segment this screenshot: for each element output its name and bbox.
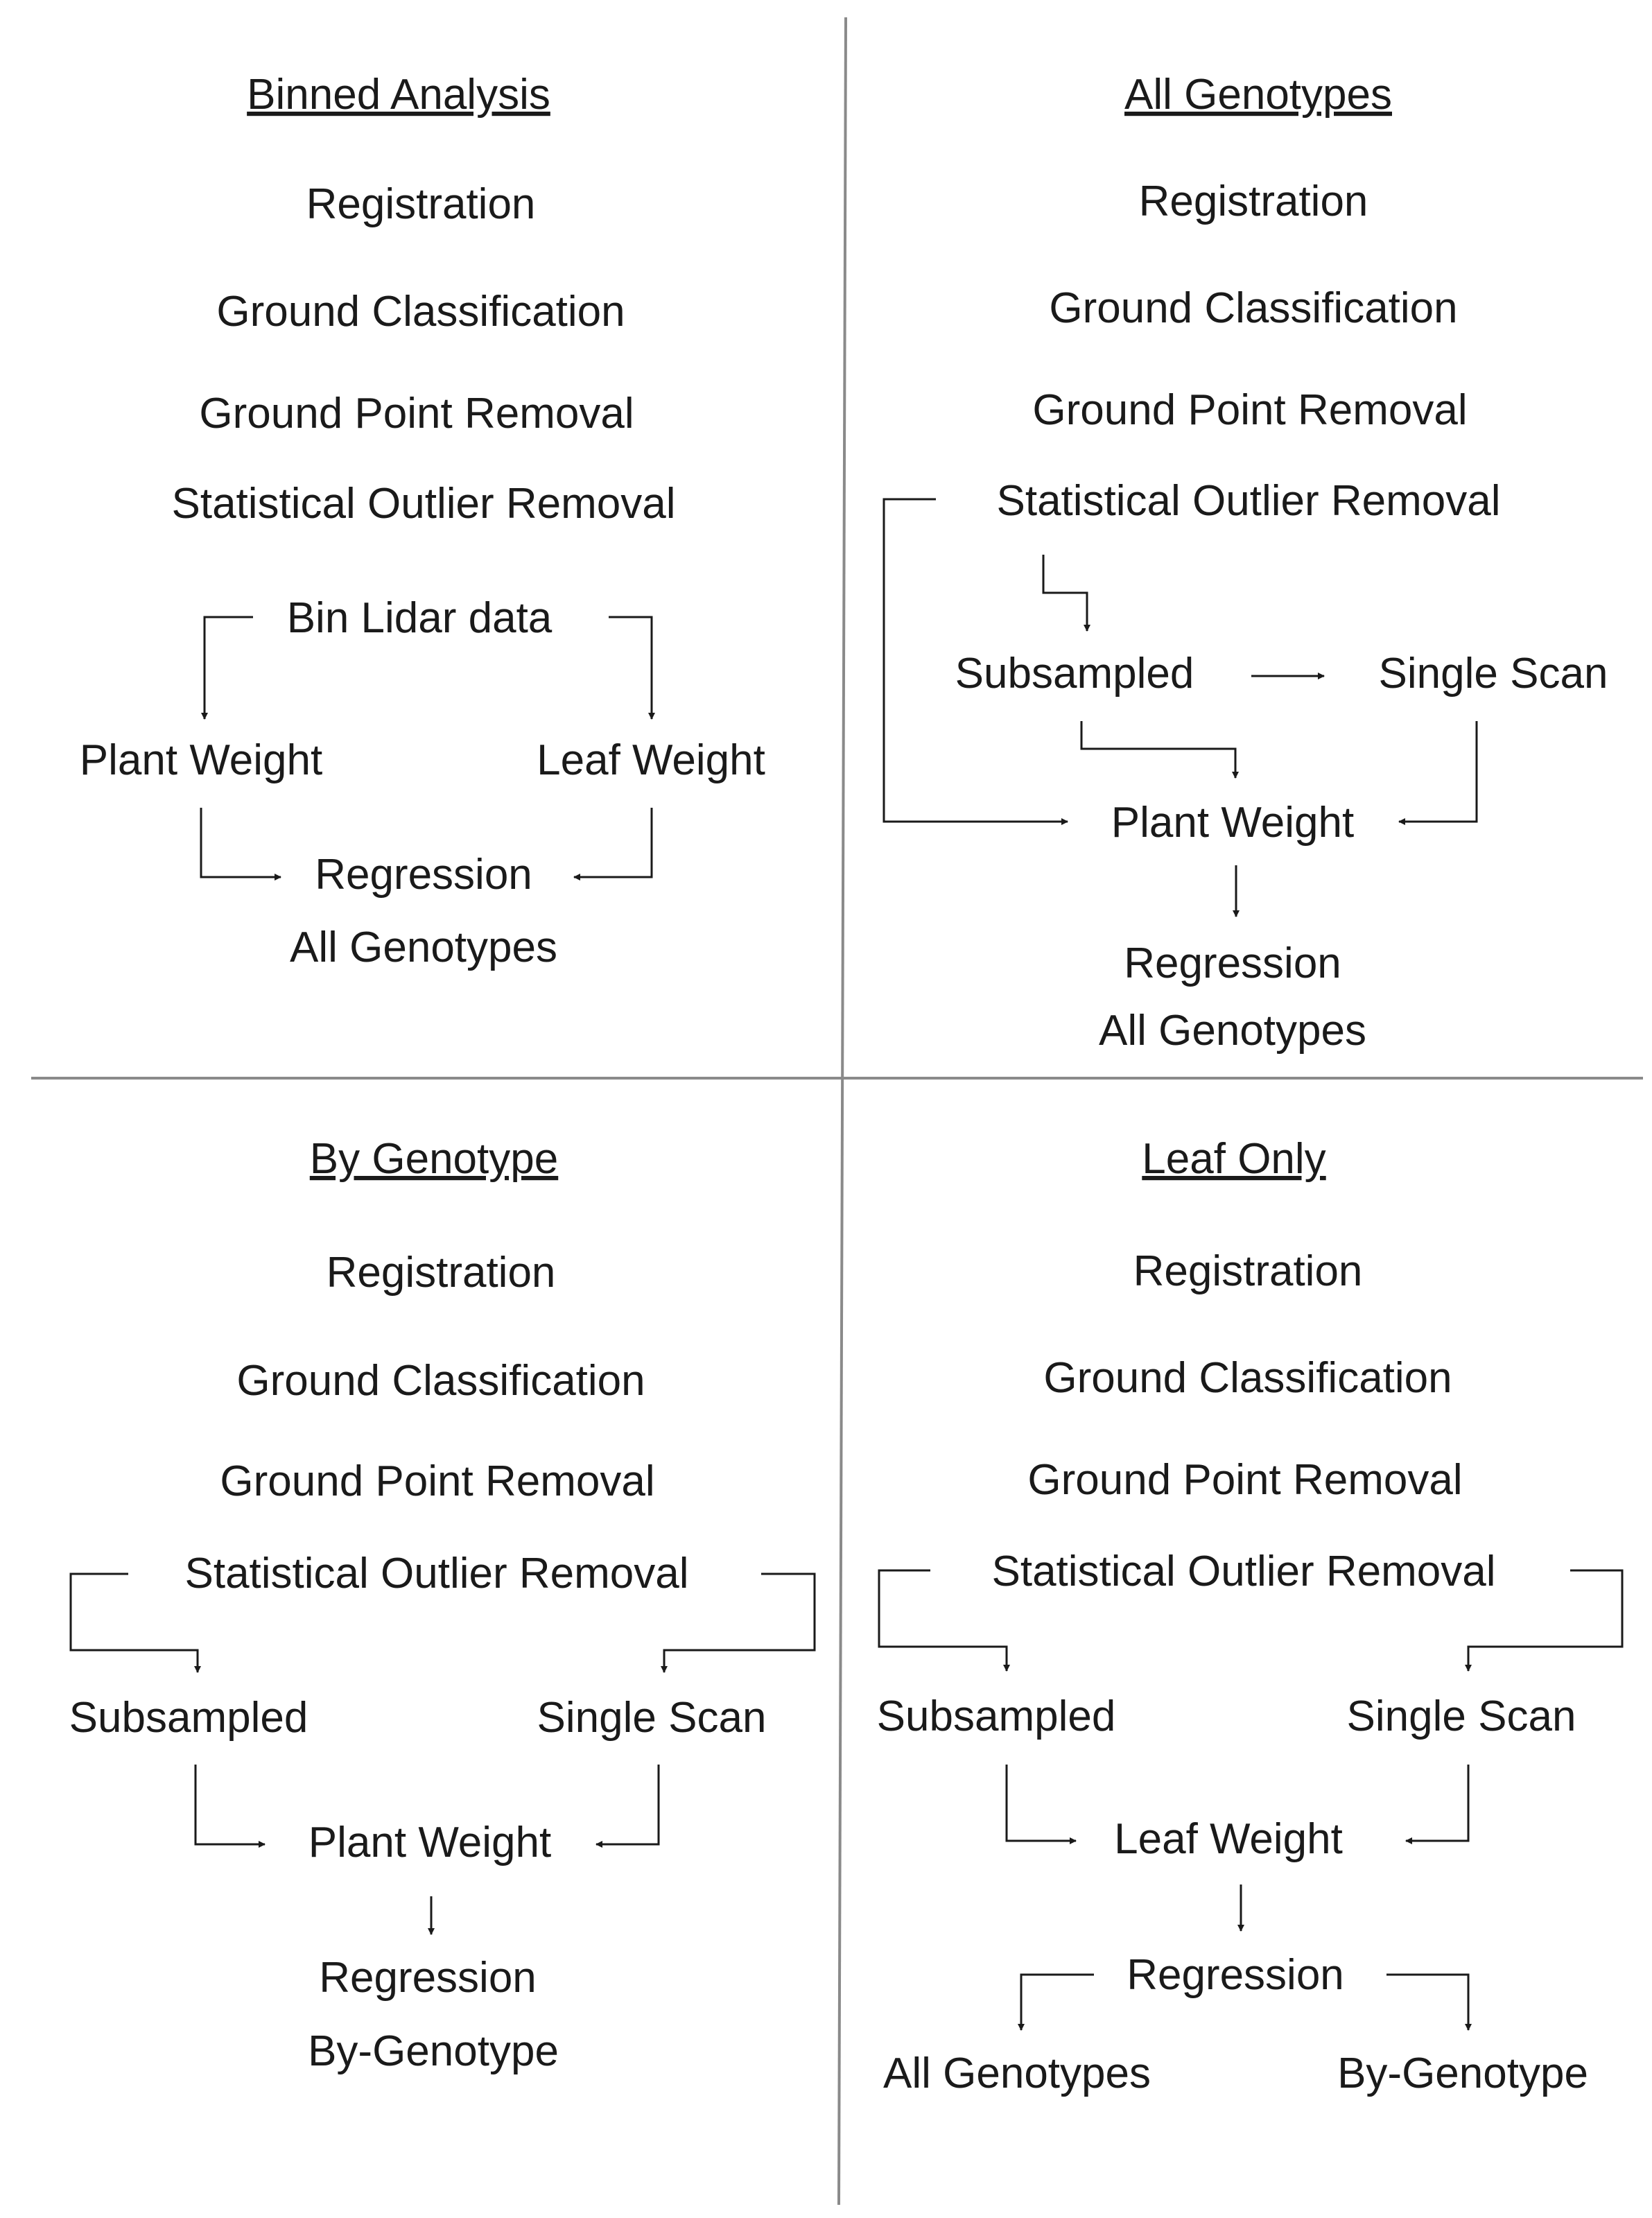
quadrant-by-genotype: By Genotype Registration Ground Classifi…	[69, 1135, 816, 2075]
quadrant-title: All Genotypes	[1124, 71, 1392, 119]
node-regression: Regression	[1124, 939, 1341, 987]
connector-arrow	[878, 1569, 1010, 1672]
step-ground-point-removal: Ground Point Removal	[1032, 386, 1467, 434]
node-subsampled: Subsampled	[955, 650, 1194, 698]
step-ground-classification: Ground Classification	[1049, 284, 1457, 332]
step-ground-point-removal: Ground Point Removal	[199, 390, 634, 437]
step-statistical-outlier-removal: Statistical Outlier Removal	[991, 1548, 1495, 1595]
connector-arrow	[1465, 1569, 1624, 1672]
step-statistical-outlier-removal: Statistical Outlier Removal	[996, 477, 1500, 525]
connector-arrow	[201, 616, 253, 720]
node-single-scan: Single Scan	[537, 1694, 767, 1742]
connector-arrow	[194, 1765, 266, 1848]
step-ground-classification: Ground Classification	[216, 288, 625, 336]
step-registration: Registration	[306, 180, 536, 228]
node-plant-weight: Plant Weight	[1111, 799, 1354, 847]
regression-scope: All Genotypes	[1099, 1007, 1366, 1055]
node-single-scan: Single Scan	[1379, 650, 1608, 698]
step-statistical-outlier-removal: Statistical Outlier Removal	[184, 1550, 688, 1597]
quadrant-title: By Genotype	[310, 1135, 558, 1183]
step-registration: Registration	[327, 1249, 556, 1297]
connector-arrow	[1080, 721, 1239, 779]
quadrant-leaf-only: Leaf Only Registration Ground Classifica…	[877, 1135, 1624, 2097]
node-regression: Regression	[315, 851, 532, 899]
node-plant-weight: Plant Weight	[80, 736, 322, 784]
connector-arrow	[69, 1572, 201, 1673]
quadrant-binned-analysis: Binned Analysis Registration Ground Clas…	[80, 71, 765, 971]
quadrant-title: Leaf Only	[1142, 1135, 1325, 1183]
node-leaf-weight: Leaf Weight	[537, 736, 765, 784]
step-statistical-outlier-removal: Statistical Outlier Removal	[171, 480, 675, 528]
step-ground-point-removal: Ground Point Removal	[1027, 1456, 1462, 1504]
node-subsampled: Subsampled	[69, 1694, 308, 1742]
connector-arrow	[1398, 721, 1478, 825]
node-all-genotypes: All Genotypes	[883, 2050, 1151, 2097]
node-plant-weight: Plant Weight	[308, 1819, 551, 1866]
connector-arrow	[1405, 1765, 1470, 1844]
connector-arrow	[882, 498, 1068, 825]
quadrant-all-genotypes: All Genotypes Registration Ground Classi…	[882, 71, 1608, 1055]
quadrant-title: Binned Analysis	[247, 71, 550, 119]
step-bin-lidar-data: Bin Lidar data	[287, 594, 553, 642]
regression-scope: By-Genotype	[308, 2027, 559, 2075]
step-ground-classification: Ground Classification	[1043, 1354, 1452, 1402]
connector-arrow	[1018, 1973, 1094, 2031]
node-subsampled: Subsampled	[877, 1692, 1116, 1740]
connector-arrow	[609, 616, 655, 720]
node-leaf-weight: Leaf Weight	[1114, 1815, 1343, 1863]
node-by-genotype: By-Genotype	[1337, 2050, 1588, 2097]
regression-scope: All Genotypes	[290, 924, 557, 971]
step-registration: Registration	[1133, 1247, 1363, 1295]
node-regression: Regression	[1127, 1951, 1344, 1999]
step-ground-classification: Ground Classification	[236, 1357, 645, 1405]
connector-arrow	[1005, 1765, 1077, 1844]
connector-arrow	[595, 1765, 660, 1848]
node-single-scan: Single Scan	[1347, 1692, 1576, 1740]
node-regression: Regression	[319, 1954, 537, 2002]
connector-arrow	[661, 1572, 816, 1673]
step-registration: Registration	[1139, 177, 1368, 225]
connector-arrow	[573, 808, 653, 881]
step-ground-point-removal: Ground Point Removal	[220, 1457, 654, 1505]
connector-arrow	[200, 808, 281, 881]
connector-arrow	[1042, 555, 1090, 632]
vertical-divider	[837, 17, 847, 2206]
connector-arrow	[1386, 1973, 1472, 2031]
